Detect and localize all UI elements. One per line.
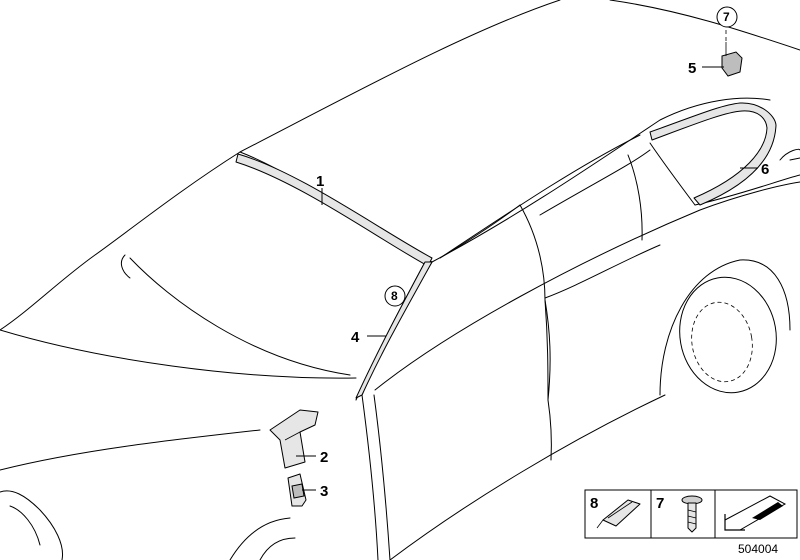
rear-window-seal-part <box>649 102 777 206</box>
a-pillar-trim-part <box>355 261 433 399</box>
legend-item-8: 8 <box>590 495 641 529</box>
svg-text:5: 5 <box>688 60 696 77</box>
svg-text:4: 4 <box>351 329 360 346</box>
windshield-seal-part <box>235 153 433 267</box>
callout-6: 6 <box>740 161 769 178</box>
front-bracket-part-3 <box>287 473 307 507</box>
svg-text:3: 3 <box>320 483 328 500</box>
legend-item-7: 7 <box>656 495 703 533</box>
callout-3: 3 <box>302 483 328 500</box>
callout-2: 2 <box>296 449 328 466</box>
svg-text:2: 2 <box>320 449 328 466</box>
callout-8-circled: 8 <box>384 285 406 307</box>
svg-text:1: 1 <box>316 173 324 190</box>
svg-text:8: 8 <box>590 495 598 512</box>
legend-box: 8 7 <box>584 489 798 539</box>
svg-text:8: 8 <box>391 289 398 303</box>
callout-5: 5 <box>688 60 724 77</box>
diagram-number: 504004 <box>738 542 778 556</box>
roof-bracket-part <box>721 30 743 77</box>
legend-symbol <box>724 495 787 531</box>
svg-text:7: 7 <box>656 495 664 512</box>
front-bracket-part-2 <box>269 409 319 469</box>
callout-4: 4 <box>351 329 386 346</box>
svg-text:6: 6 <box>761 161 769 178</box>
callout-1: 1 <box>316 173 324 205</box>
svg-text:7: 7 <box>723 10 730 24</box>
callout-7-circled: 7 <box>716 6 738 28</box>
